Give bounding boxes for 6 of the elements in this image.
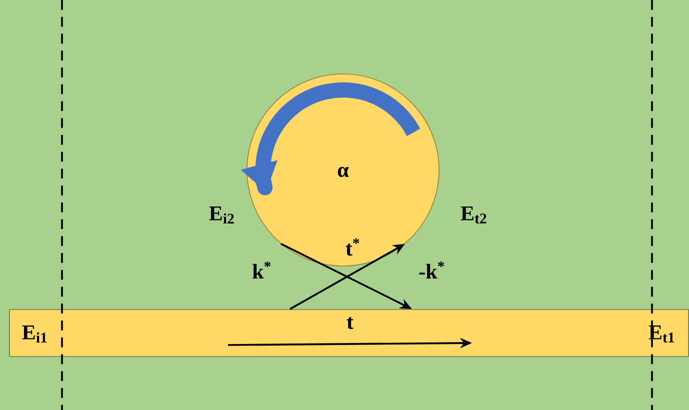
- coefficient-label: -k$^{*}$: [419, 261, 444, 279]
- field-label: E$_{i2}$: [209, 206, 234, 224]
- coefficient-label: t: [346, 316, 354, 330]
- coefficient-label: t$^{*}$: [346, 238, 360, 256]
- field-label: E$_{t2}$: [460, 206, 486, 224]
- coefficient-label: k$^{*}$: [252, 261, 271, 279]
